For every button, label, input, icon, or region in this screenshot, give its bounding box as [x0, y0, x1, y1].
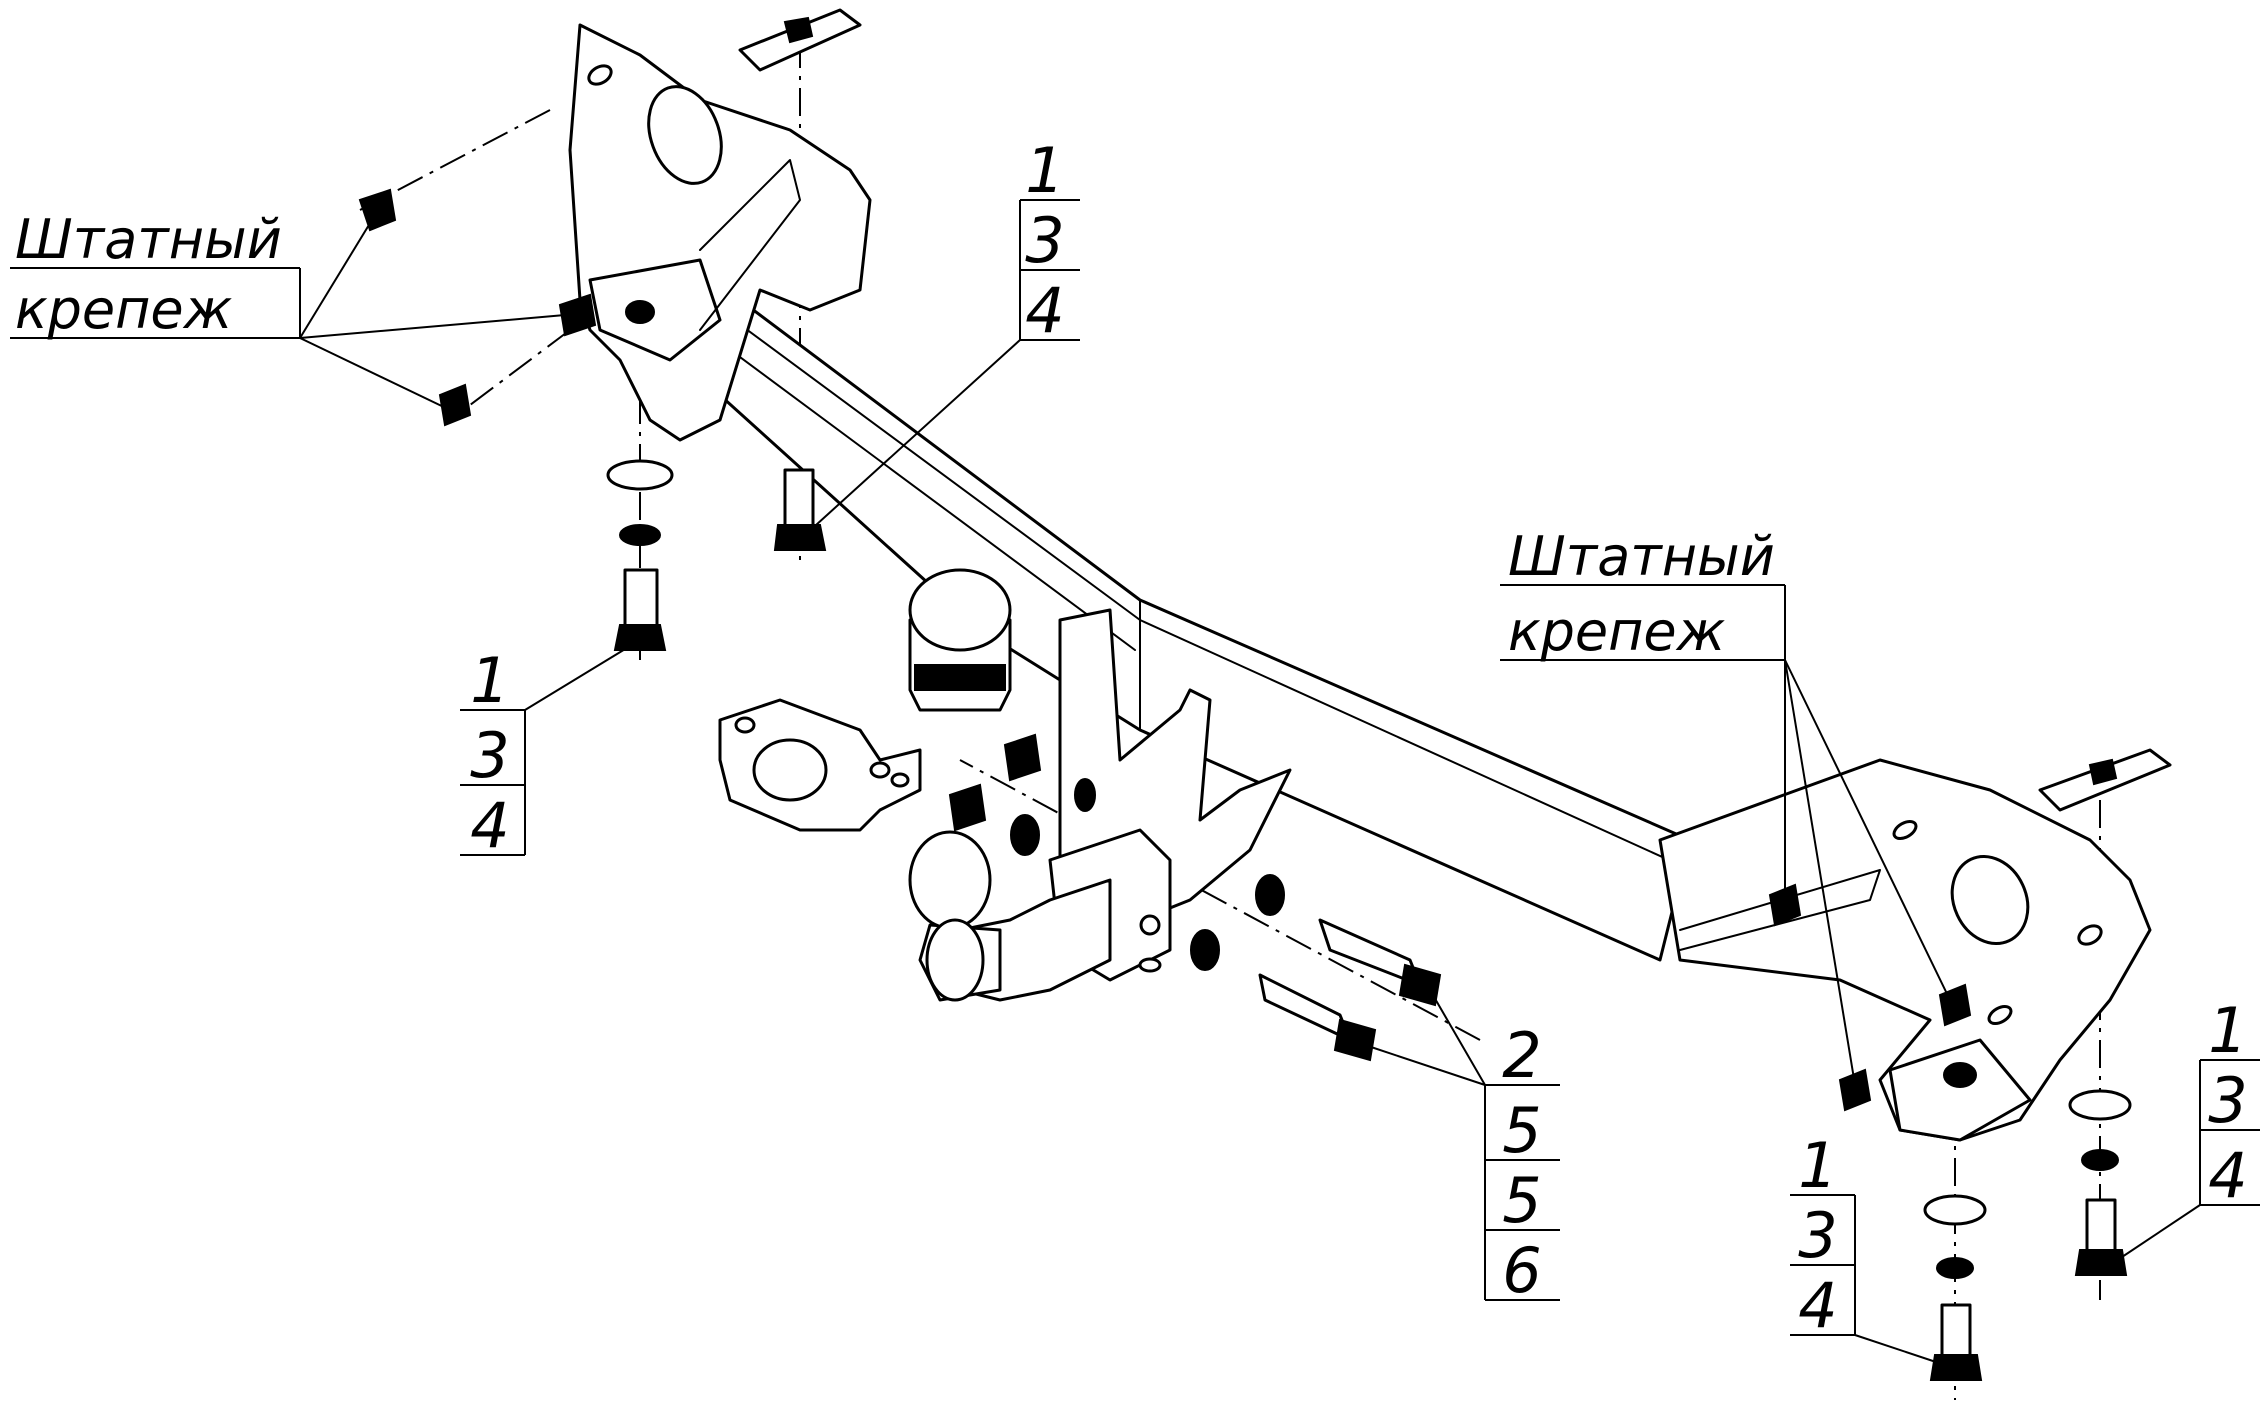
callout-right-1: 1 [2208, 994, 2247, 1067]
callout-ball-bolts-5a: 5 [1502, 1094, 1541, 1167]
left-bracket [568, 23, 872, 442]
right-plate-nut [2038, 748, 2172, 812]
callout-left-bolt-1: 1 [470, 644, 509, 717]
labels: Штатный крепеж Штатный крепеж 1 3 4 1 3 … [15, 134, 2248, 1342]
socket-plate [718, 698, 922, 832]
ball-cap [908, 568, 1012, 712]
callout-right-center-1: 1 [1798, 1129, 1837, 1202]
callout-ball-bolts-6: 6 [1502, 1234, 1541, 1307]
callout-top-center-4: 4 [1025, 274, 1064, 347]
leader-lines [299, 214, 2201, 1371]
callout-top-center-3: 3 [1025, 204, 1064, 277]
callout-top-center-1: 1 [1025, 134, 1064, 207]
right-fastener-label-line2: крепеж [1508, 600, 1726, 663]
callout-right-center-3: 3 [1798, 1199, 1837, 1272]
top-left-plate-nut [738, 8, 862, 72]
shelf-lines [10, 199, 2260, 1336]
callout-left-bolt-3: 3 [470, 719, 509, 792]
callout-left-bolt-4: 4 [470, 789, 509, 862]
right-fasteners [1768, 883, 2132, 1381]
right-bracket [1658, 758, 2152, 1142]
left-fastener-label-line1: Штатный [15, 208, 282, 271]
right-fastener-label-line1: Штатный [1508, 525, 1775, 588]
callout-ball-bolts-2: 2 [1502, 1019, 1541, 1092]
callout-right-4: 4 [2208, 1139, 2247, 1212]
callout-ball-bolts-5b: 5 [1502, 1164, 1541, 1237]
left-fastener-label-line2: крепеж [15, 278, 233, 341]
callout-right-center-4: 4 [1798, 1269, 1837, 1342]
callout-right-3: 3 [2208, 1064, 2247, 1137]
ball-mount [908, 608, 1292, 1002]
left-fasteners [358, 188, 827, 651]
ball-mount-bolts [948, 733, 1442, 1062]
